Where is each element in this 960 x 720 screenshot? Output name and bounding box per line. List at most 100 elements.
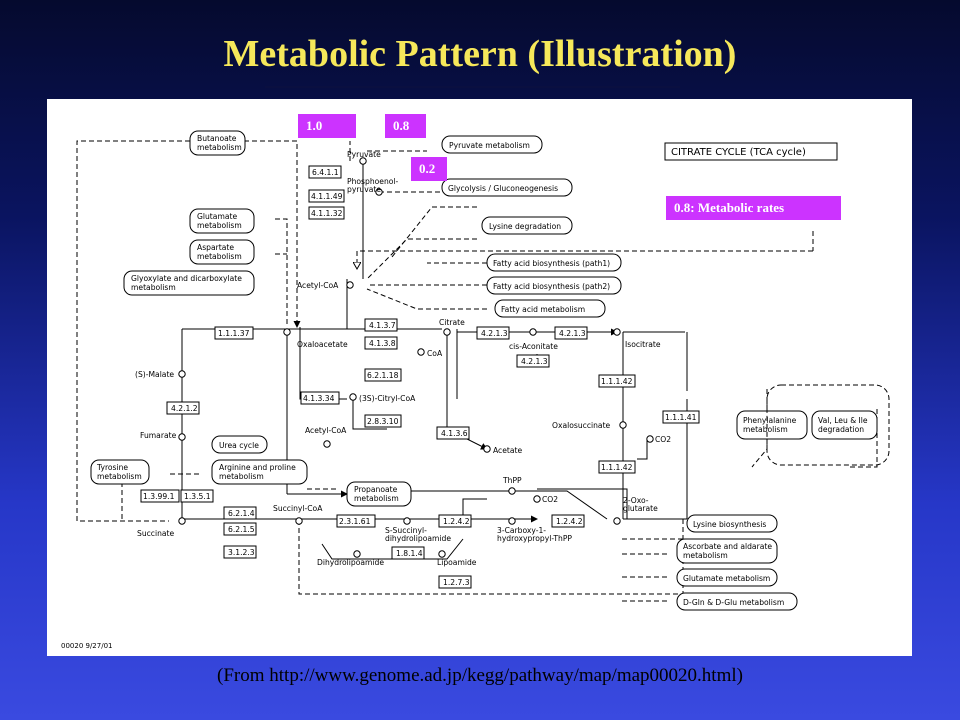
node-acetylcoa bbox=[346, 281, 354, 289]
svg-text:D-Gln & D-Glu metabolism: D-Gln & D-Glu metabolism bbox=[683, 598, 784, 607]
label-pep-2: pyruvate bbox=[347, 185, 381, 194]
enzyme-1-2-7-3: 1.2.7.3 bbox=[438, 575, 472, 589]
svg-text:4.1.3.34: 4.1.3.34 bbox=[303, 394, 335, 403]
enzyme-2-8-3-10: 2.8.3.10 bbox=[364, 414, 402, 428]
node-malate bbox=[178, 370, 186, 378]
enzyme-4-1-3-7: 4.1.3.7 bbox=[364, 318, 398, 332]
svg-text:6.2.1.5: 6.2.1.5 bbox=[228, 525, 255, 534]
label-co2-a: CO2 bbox=[655, 435, 671, 444]
enzyme-1-1-1-42-a: 1.1.1.42 bbox=[598, 374, 636, 388]
pathway-aspartate: Aspartate metabolism bbox=[189, 239, 255, 265]
label-carboxy-1: 3-Carboxy-1- bbox=[497, 526, 546, 535]
svg-text:Fatty acid biosynthesis (path1: Fatty acid biosynthesis (path1) bbox=[493, 259, 610, 268]
pathway-phenylalanine: Phenylalanine metabolism bbox=[736, 410, 808, 440]
svg-text:Fatty acid biosynthesis (path2: Fatty acid biosynthesis (path2) bbox=[493, 282, 610, 291]
svg-text:4.2.1.3: 4.2.1.3 bbox=[481, 329, 508, 338]
node-acetylcoa-2 bbox=[323, 440, 331, 448]
label-carboxy-2: hydroxypropyl-ThPP bbox=[497, 534, 572, 543]
enzyme-1-8-1-4: 1.8.1.4 bbox=[391, 546, 425, 560]
label-coa: CoA bbox=[427, 349, 443, 358]
svg-text:metabolism: metabolism bbox=[97, 472, 142, 481]
pathway-ascorbate: Ascorbate and aldarate metabolism bbox=[676, 538, 778, 564]
node-carboxy bbox=[508, 517, 516, 525]
enzyme-4-1-3-6: 4.1.3.6 bbox=[436, 426, 470, 440]
label-pep-1: Phosphoenol- bbox=[347, 177, 399, 186]
node-co2-a bbox=[646, 435, 654, 443]
label-acetylcoa-2: Acetyl-CoA bbox=[305, 426, 347, 435]
node-lipoamide bbox=[438, 550, 446, 558]
enzyme-4-2-1-3-c: 4.2.1.3 bbox=[516, 354, 550, 368]
enzyme-2-3-1-61: 2.3.1.61 bbox=[336, 514, 376, 528]
svg-text:metabolism: metabolism bbox=[219, 472, 264, 481]
enzyme-1-1-1-41: 1.1.1.41 bbox=[662, 410, 700, 424]
label-succinylcoa: Succinyl-CoA bbox=[273, 504, 323, 513]
svg-text:Tyrosine: Tyrosine bbox=[96, 463, 128, 472]
amino-acid-group-box bbox=[766, 384, 890, 466]
pathway-fa-biosynthesis-1: Fatty acid biosynthesis (path1) bbox=[486, 253, 622, 272]
label-oxoglutarate-2: glutarate bbox=[623, 504, 658, 513]
svg-text:Glutamate metabolism: Glutamate metabolism bbox=[683, 574, 770, 583]
enzyme-4-1-3-8: 4.1.3.8 bbox=[364, 336, 398, 350]
svg-text:Lysine biosynthesis: Lysine biosynthesis bbox=[693, 520, 766, 529]
svg-text:4.1.1.49: 4.1.1.49 bbox=[311, 192, 343, 201]
node-succinylcoa bbox=[295, 517, 303, 525]
svg-text:4.2.1.3: 4.2.1.3 bbox=[521, 357, 548, 366]
svg-text:metabolism: metabolism bbox=[197, 221, 242, 230]
node-ssd bbox=[403, 517, 411, 525]
svg-text:4.1.3.8: 4.1.3.8 bbox=[369, 339, 396, 348]
svg-text:4.1.3.7: 4.1.3.7 bbox=[369, 321, 396, 330]
svg-text:1.3.99.1: 1.3.99.1 bbox=[143, 492, 175, 501]
enzyme-6-4-1-1: 6.4.1.1 bbox=[308, 165, 342, 179]
node-pep bbox=[375, 188, 383, 196]
node-acetate bbox=[483, 445, 491, 453]
pathway-lysine-biosynthesis: Lysine biosynthesis bbox=[686, 514, 778, 533]
svg-text:Lysine degradation: Lysine degradation bbox=[489, 222, 561, 231]
node-coa bbox=[417, 348, 425, 356]
label-oxoglutarate-1: 2-Oxo- bbox=[623, 496, 649, 505]
pathway-pyruvate-metabolism: Pyruvate metabolism bbox=[441, 135, 543, 154]
svg-text:6.2.1.18: 6.2.1.18 bbox=[367, 371, 399, 380]
svg-text:Glyoxylate and dicarboxylate: Glyoxylate and dicarboxylate bbox=[131, 274, 242, 283]
svg-text:Pyruvate metabolism: Pyruvate metabolism bbox=[449, 141, 530, 150]
pathway-glutamate-2: Glutamate metabolism bbox=[676, 568, 778, 587]
node-oxaloacetate bbox=[283, 328, 291, 336]
node-succinate bbox=[178, 517, 186, 525]
svg-text:4.2.1.2: 4.2.1.2 bbox=[171, 404, 198, 413]
source-caption: (From http://www.genome.ad.jp/kegg/pathw… bbox=[217, 665, 743, 686]
pathway-urea-cycle: Urea cycle bbox=[211, 435, 268, 454]
svg-text:1.1.1.37: 1.1.1.37 bbox=[218, 329, 250, 338]
svg-text:metabolism: metabolism bbox=[354, 494, 399, 503]
label-dihydrolipoamide: Dihydrolipoamide bbox=[317, 558, 384, 567]
node-cis-aconitate bbox=[529, 328, 537, 336]
svg-text:Butanoate: Butanoate bbox=[197, 134, 237, 143]
label-citrylcoa: (3S)-Citryl-CoA bbox=[359, 394, 416, 403]
svg-text:Phenylalanine: Phenylalanine bbox=[743, 416, 797, 425]
label-ssd-2: dihydrolipoamide bbox=[385, 534, 451, 543]
pathway-dgln: D-Gln & D-Glu metabolism bbox=[676, 592, 798, 611]
svg-text:1.2.4.2: 1.2.4.2 bbox=[443, 517, 470, 526]
label-acetate: Acetate bbox=[493, 446, 523, 455]
svg-text:Aspartate: Aspartate bbox=[197, 243, 234, 252]
label-oxaloacetate: Oxaloacetate bbox=[297, 340, 348, 349]
svg-text:1.1.1.42: 1.1.1.42 bbox=[601, 463, 633, 472]
enzyme-3-1-2-3: 3.1.2.3 bbox=[223, 545, 257, 559]
pathway-arginine: Arginine and proline metabolism bbox=[211, 459, 308, 485]
svg-text:Urea cycle: Urea cycle bbox=[219, 441, 259, 450]
enzyme-4-2-1-2: 4.2.1.2 bbox=[166, 401, 200, 415]
svg-text:Fatty acid metabolism: Fatty acid metabolism bbox=[501, 305, 585, 314]
svg-text:Ascorbate and aldarate: Ascorbate and aldarate bbox=[683, 542, 772, 551]
rate-label-1: 1.0 bbox=[298, 114, 356, 138]
enzyme-4-1-3-34: 4.1.3.34 bbox=[300, 391, 340, 405]
slide-title: Metabolic Pattern (Illustration) bbox=[223, 33, 737, 75]
svg-text:Glutamate: Glutamate bbox=[197, 212, 237, 221]
pathway-propanoate: Propanoate metabolism bbox=[346, 481, 412, 507]
svg-text:1.2.4.2: 1.2.4.2 bbox=[556, 517, 583, 526]
rate-legend: 0.8: Metabolic rates bbox=[666, 196, 841, 220]
enzyme-1-2-4-2-b: 1.2.4.2 bbox=[551, 514, 585, 528]
pathway-tyrosine: Tyrosine metabolism bbox=[90, 459, 150, 485]
label-lipoamide: Lipoamide bbox=[437, 558, 477, 567]
rate-label-2: 0.8 bbox=[385, 114, 426, 138]
svg-text:4.1.3.6: 4.1.3.6 bbox=[441, 429, 468, 438]
pathway-lysine-degradation: Lysine degradation bbox=[481, 216, 573, 235]
label-fumarate: Fumarate bbox=[140, 431, 177, 440]
